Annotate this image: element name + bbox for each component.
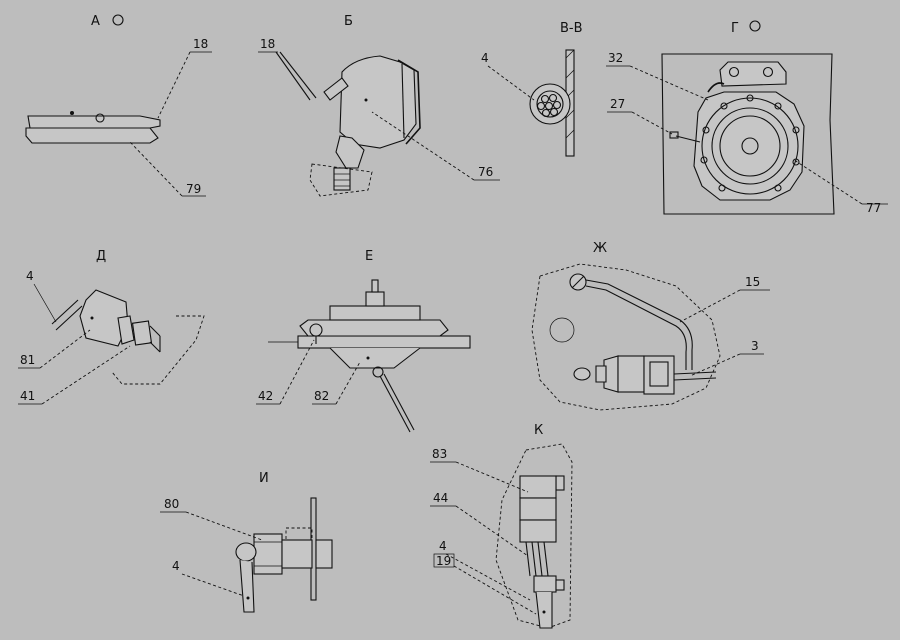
mount-panel [661, 53, 835, 215]
e-cover [299, 319, 449, 337]
callout-15: 15 [745, 275, 760, 289]
view-vv-label: В-В [560, 21, 583, 36]
callout-4-d: 4 [26, 269, 34, 283]
view-i-label: И [259, 471, 269, 486]
view-g-label: Г [731, 21, 739, 36]
zh-outline [531, 263, 721, 411]
view-g: Г 32 27 77 [606, 20, 888, 215]
callout-4-vv: 4 [481, 51, 489, 65]
e-bracket [329, 347, 421, 369]
callout-4-k: 4 [439, 539, 447, 553]
callout-18-a: 18 [193, 37, 208, 51]
relay-block [519, 475, 557, 499]
leader-76 [371, 111, 475, 181]
view-d: Д 4 81 41 [18, 249, 205, 405]
callout-79: 79 [186, 182, 201, 196]
callout-42: 42 [258, 389, 273, 403]
i-nut [253, 533, 283, 575]
callout-41: 41 [20, 389, 35, 403]
view-a: А 18 79 [25, 14, 212, 197]
view-b: Б 18 76 [258, 14, 500, 197]
view-rotate-icon [749, 20, 761, 32]
callout-44: 44 [433, 491, 448, 505]
leader-18-a [157, 51, 191, 119]
view-b-label: Б [344, 14, 353, 29]
view-zh-label: Ж [593, 241, 607, 256]
callout-19: 19 [436, 554, 451, 568]
callout-18-b: 18 [260, 37, 275, 51]
view-a-base [25, 127, 159, 144]
callout-32: 32 [608, 51, 623, 65]
view-a-label: А [91, 14, 100, 29]
callout-4-i: 4 [172, 559, 180, 573]
view-e: Е 42 82 [256, 249, 471, 433]
callout-3: 3 [751, 339, 759, 353]
callout-77: 77 [866, 201, 881, 215]
view-k-label: К [534, 423, 543, 438]
connector [617, 355, 645, 393]
housing [339, 55, 417, 149]
view-v-v: В-В 4 [481, 21, 583, 157]
callout-81: 81 [20, 353, 35, 367]
view-k: К 83 44 4 19 [430, 423, 573, 629]
view-rotate-icon [112, 14, 124, 26]
callout-80: 80 [164, 497, 179, 511]
horn-cone [711, 107, 789, 185]
view-zh: Ж 15 3 [531, 241, 770, 411]
callout-82: 82 [314, 389, 329, 403]
view-i: И 80 4 [160, 471, 333, 613]
callout-76: 76 [478, 165, 493, 179]
fitting [335, 135, 365, 169]
leader-79 [129, 141, 183, 197]
view-d-label: Д [96, 249, 106, 264]
view-a-plate [27, 115, 161, 129]
view-e-label: Е [365, 249, 373, 264]
wire-bundle [529, 83, 571, 125]
callout-27: 27 [610, 97, 625, 111]
callout-83: 83 [432, 447, 447, 461]
